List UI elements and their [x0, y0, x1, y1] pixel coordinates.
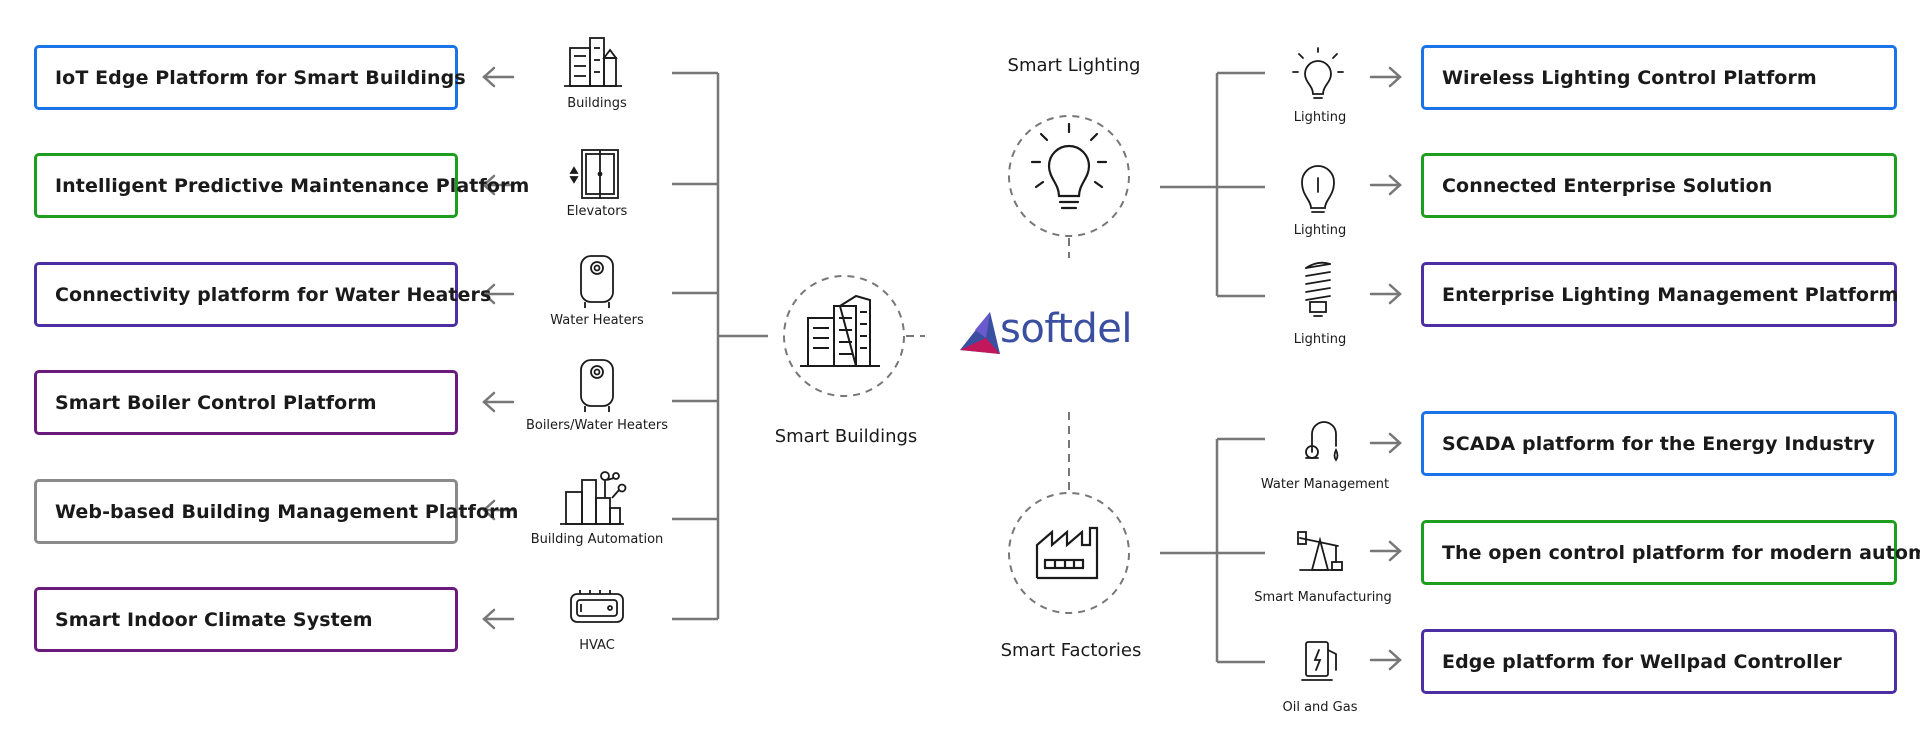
arrow-left-icon	[482, 608, 515, 630]
arrow-left-icon	[482, 499, 515, 521]
product-box[interactable]: Web-based Building Management Platform	[34, 479, 518, 544]
water-tap-icon	[1305, 421, 1339, 462]
arrow-right-icon	[1369, 283, 1402, 305]
product-box[interactable]: The open control platform for modern aut…	[1421, 520, 1920, 585]
product-box[interactable]: Smart Indoor Climate System	[34, 587, 458, 652]
smart-factories-hub-circle	[1008, 492, 1130, 614]
smart-factories-label: Smart Factories	[1000, 640, 1142, 661]
connector-lines	[672, 71, 1265, 664]
product-label: Connected Enterprise Solution	[1442, 174, 1773, 197]
arrow-right-icon	[1369, 66, 1402, 88]
smart-lighting-label: Smart Lighting	[1007, 55, 1141, 76]
product-label: The open control platform for modern aut…	[1442, 541, 1920, 564]
product-label: IoT Edge Platform for Smart Buildings	[55, 66, 466, 89]
product-box[interactable]: Connected Enterprise Solution	[1421, 153, 1897, 218]
water-heater-icon	[580, 255, 614, 308]
hub-circles	[783, 115, 1130, 614]
smart-lighting-hub-circle	[1008, 115, 1130, 237]
category-label: HVAC	[579, 638, 615, 653]
product-label: Connectivity platform for Water Heaters	[55, 283, 492, 306]
softdel-logo-icon	[960, 312, 1000, 354]
hvac-icon	[570, 590, 624, 623]
category-label: Elevators	[566, 204, 628, 219]
category-label: Lighting	[1293, 332, 1347, 347]
product-label: Wireless Lighting Control Platform	[1442, 66, 1817, 89]
product-label: Intelligent Predictive Maintenance Platf…	[55, 174, 530, 197]
arrows-left	[482, 66, 515, 630]
cfl-bulb-icon	[1305, 261, 1331, 317]
category-label: Buildings	[567, 96, 627, 111]
category-label: Building Automation	[530, 532, 664, 547]
category-label: Oil and Gas	[1282, 700, 1358, 715]
category-label: Boilers/Water Heaters	[525, 418, 669, 433]
buildings-icon	[564, 37, 622, 87]
city-buildings-icon	[800, 294, 880, 367]
product-label: Web-based Building Management Platform	[55, 500, 519, 523]
product-box[interactable]: Connectivity platform for Water Heaters	[34, 262, 491, 327]
led-bulb-icon	[1301, 165, 1335, 213]
product-label: Smart Boiler Control Platform	[55, 391, 377, 414]
brand-name: softdel	[1000, 306, 1133, 352]
product-box[interactable]: SCADA platform for the Energy Industry	[1421, 411, 1897, 476]
category-label: Water Management	[1260, 477, 1390, 492]
fuel-pump-icon	[1301, 641, 1337, 681]
smart-buildings-hub-circle	[783, 275, 905, 397]
arrow-left-icon	[482, 66, 515, 88]
arrow-right-icon	[1369, 432, 1402, 454]
product-box[interactable]: IoT Edge Platform for Smart Buildings	[34, 45, 466, 110]
product-label: Enterprise Lighting Management Platform	[1442, 283, 1899, 306]
factory-hub-icon	[1035, 526, 1099, 580]
arrow-right-icon	[1369, 649, 1402, 671]
arrow-right-icon	[1369, 540, 1402, 562]
light-bulb-icon	[1292, 47, 1344, 99]
arrows-right	[1369, 66, 1402, 671]
boiler-icon	[580, 359, 614, 412]
category-label: Lighting	[1293, 223, 1347, 238]
category-label: Water Heaters	[550, 313, 644, 328]
product-box[interactable]: Enterprise Lighting Management Platform	[1421, 262, 1899, 327]
product-box[interactable]: Edge platform for Wellpad Controller	[1421, 629, 1897, 694]
product-label: SCADA platform for the Energy Industry	[1442, 432, 1875, 455]
elevator-icon	[569, 149, 619, 199]
building-automation-icon	[560, 471, 627, 525]
arrow-left-icon	[482, 391, 515, 413]
light-bulb-hub-icon	[1030, 122, 1108, 210]
arrow-left-icon	[482, 174, 515, 196]
smart-buildings-label: Smart Buildings	[774, 426, 918, 447]
category-label: Smart Manufacturing	[1254, 590, 1392, 605]
product-label: Smart Indoor Climate System	[55, 608, 373, 631]
arrow-left-icon	[482, 283, 515, 305]
product-label: Edge platform for Wellpad Controller	[1442, 650, 1842, 673]
arrow-right-icon	[1369, 174, 1402, 196]
oil-pump-icon	[1297, 531, 1343, 571]
category-label: Lighting	[1293, 110, 1347, 125]
product-box[interactable]: Intelligent Predictive Maintenance Platf…	[34, 153, 529, 218]
product-box[interactable]: Smart Boiler Control Platform	[34, 370, 458, 435]
product-box[interactable]: Wireless Lighting Control Platform	[1421, 45, 1897, 110]
dashed-links	[906, 238, 1070, 490]
